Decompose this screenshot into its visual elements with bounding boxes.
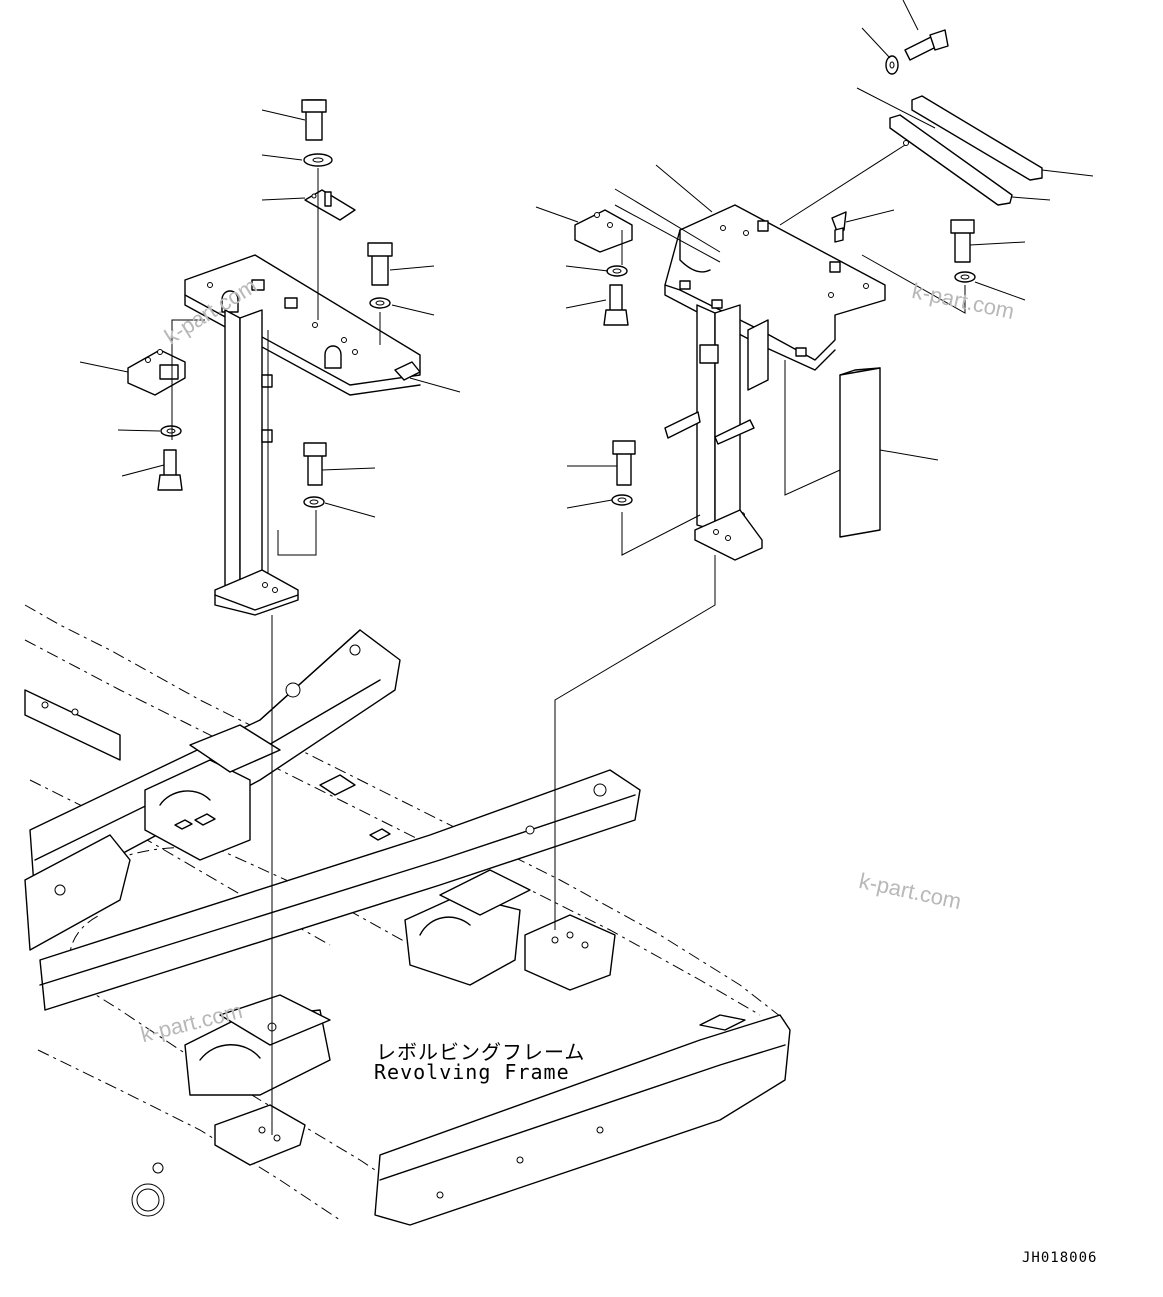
frame-label-japanese: レボルビングフレーム: [376, 1040, 586, 1064]
frame-label-english: Revolving Frame: [374, 1060, 570, 1084]
drawing-code: JH018006: [1022, 1250, 1098, 1266]
left-stand-assembly: [79, 99, 461, 1135]
revolving-frame: [24, 604, 791, 1226]
right-stand-assembly: [535, 0, 1094, 930]
